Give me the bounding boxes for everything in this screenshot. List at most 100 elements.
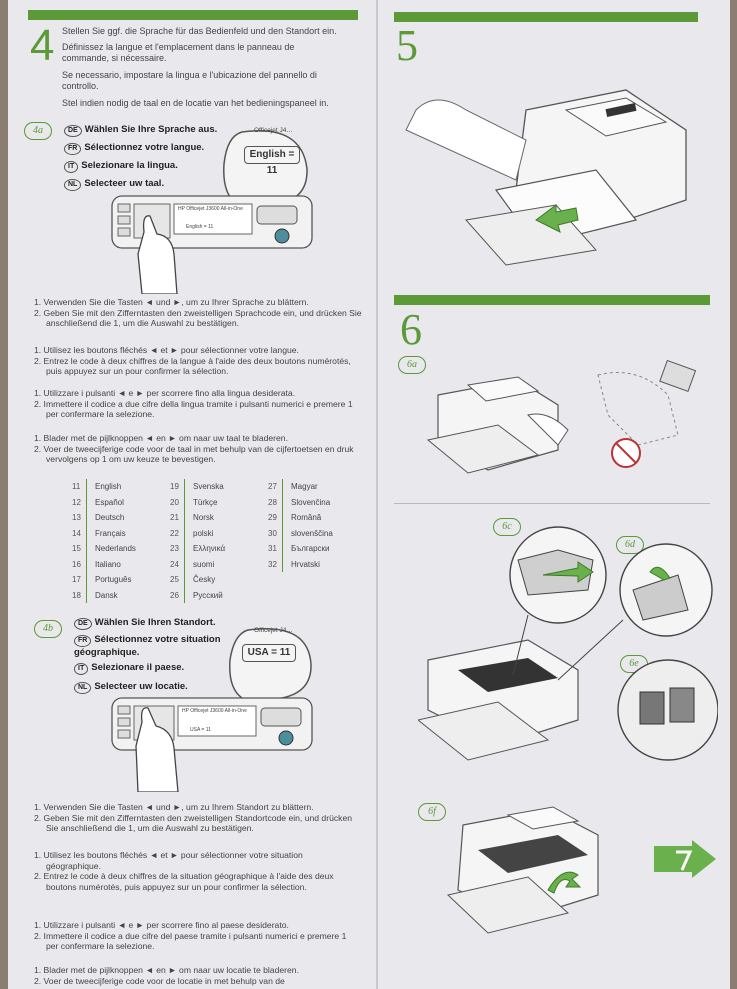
- step-4b-text-de: Wählen Sie Ihren Standort.: [94, 617, 216, 628]
- language-name: Ελληνικά: [193, 544, 226, 553]
- language-code: 19: [170, 479, 185, 495]
- step-4-intro-fr: Définissez la langue et l'emplacement da…: [62, 42, 295, 63]
- language-code: 18: [72, 587, 87, 603]
- language-row: 19 Svenska: [170, 479, 225, 495]
- language-code: 12: [72, 494, 87, 510]
- instruction-line: 1. Blader met de pijlknoppen ◄ en ► om n…: [34, 965, 299, 975]
- language-name: Български: [291, 544, 330, 553]
- language-code: 11: [72, 479, 87, 495]
- language-row: 23 Ελληνικά: [170, 541, 225, 557]
- language-row: 26 Русский: [170, 587, 225, 603]
- printer-close-illustration-6f: [446, 806, 599, 934]
- language-name: Français: [95, 528, 126, 538]
- language-name: Română: [291, 513, 322, 522]
- step-6c-label: 6c: [493, 518, 521, 536]
- language-code: 26: [170, 587, 185, 603]
- step-4a-instructions-fr: 1. Utilisez les boutons fléchés ◄ et ► p…: [34, 345, 364, 377]
- instruction-line: 2. Voer de tweecijferige code voor de ta…: [34, 443, 354, 465]
- cartridge-install-illustration: [418, 526, 718, 761]
- language-row: 31 Български: [268, 541, 333, 557]
- language-code: 15: [72, 541, 87, 557]
- language-code: 20: [170, 494, 185, 510]
- instruction-line: 1. Utilizzare i pulsanti ◄ e ► per scorr…: [34, 388, 296, 398]
- step-6f-label: 6f: [418, 803, 446, 821]
- language-code: 31: [268, 541, 283, 557]
- step-4b-instructions-nl: 1. Blader met de pijlknoppen ◄ en ► om n…: [34, 965, 354, 986]
- divider-6: [394, 503, 710, 504]
- language-row: 13 Deutsch: [72, 510, 136, 526]
- it-code: IT: [74, 663, 89, 675]
- language-name: Italiano: [95, 559, 121, 569]
- step-4b-instructions-it: 1. Utilizzare i pulsanti ◄ e ► per scorr…: [34, 920, 354, 952]
- language-code: 13: [72, 510, 87, 526]
- language-row: 21 Norsk: [170, 510, 225, 526]
- language-name: Nederlands: [95, 544, 136, 553]
- instruction-line: 1. Utilisez les boutons fléchés ◄ et ► p…: [34, 345, 299, 355]
- language-row: 29 Română: [268, 510, 333, 526]
- language-name: Slovenčina: [291, 497, 331, 507]
- de-code: DE: [64, 125, 82, 137]
- language-row: 28 Slovenčina: [268, 494, 333, 510]
- de-code: DE: [74, 618, 92, 630]
- language-code: 23: [170, 541, 185, 557]
- step-6d-label: 6d: [616, 536, 644, 554]
- step-4a-text-it: Selezionare la lingua.: [81, 160, 178, 171]
- language-code: 24: [170, 556, 185, 572]
- language-name: Svenska: [193, 482, 224, 491]
- instruction-line: 1. Verwenden Sie die Tasten ◄ und ►, um …: [34, 297, 309, 307]
- language-code: 22: [170, 525, 185, 541]
- language-code: 28: [268, 494, 283, 510]
- language-name: Русский: [193, 590, 223, 600]
- step-4a-instructions-it: 1. Utilizzare i pulsanti ◄ e ► per scorr…: [34, 388, 364, 420]
- language-name: English: [95, 482, 122, 491]
- fr-code: FR: [64, 143, 82, 155]
- language-row: 30 slovenščina: [268, 525, 333, 541]
- language-row: 11 English: [72, 479, 136, 495]
- step-4a-text-nl: Selecteer uw taal.: [84, 178, 165, 189]
- step-4b-panel-screen: USA = 11: [190, 727, 211, 733]
- language-name: Español: [95, 497, 124, 507]
- language-code: 30: [268, 525, 283, 541]
- instruction-line: 1. Utilisez les boutons fléchés ◄ et ► p…: [34, 850, 303, 871]
- step-6a-label: 6a: [398, 356, 426, 374]
- language-code: 16: [72, 556, 87, 572]
- step-6-number: 6: [400, 305, 422, 354]
- step-4-intro-it: Se necessario, impostare la lingua e l'u…: [62, 70, 317, 91]
- language-name: Hrvatski: [291, 559, 320, 569]
- language-row: 12 Español: [72, 494, 136, 510]
- language-row: 20 Türkçe: [170, 494, 225, 510]
- step-5-number: 5: [396, 21, 418, 70]
- step-4a-instructions-de: 1. Verwenden Sie die Tasten ◄ und ►, um …: [34, 297, 364, 329]
- language-code: 29: [268, 510, 283, 526]
- step-4a-display-title: Officejet J4…: [254, 127, 293, 134]
- instruction-line: 1. Blader met de pijlknoppen ◄ en ► om n…: [34, 433, 288, 443]
- step-4a-panel-model: HP Officejet J3600 All-in-One: [178, 206, 243, 212]
- it-code: IT: [64, 161, 79, 173]
- language-name: Türkçe: [193, 497, 218, 507]
- language-code: 21: [170, 510, 185, 526]
- step-4b-label: 4b: [34, 620, 62, 638]
- instruction-line: 2. Immettere il codice a due cifre del p…: [34, 930, 347, 952]
- language-name: Norsk: [193, 513, 214, 522]
- step-5-bar: [394, 12, 698, 22]
- instruction-line: 2. Immettere il codice a due cifre della…: [34, 398, 353, 420]
- step-4b-text-fr: Sélectionnez votre situation géographiqu…: [74, 634, 221, 658]
- center-fold: [376, 0, 378, 989]
- language-name: slovenščina: [291, 528, 333, 538]
- instruction-line: 1. Verwenden Sie die Tasten ◄ und ►, um …: [34, 802, 314, 812]
- printer-paper-load-illustration: [405, 89, 687, 266]
- language-name: Dansk: [95, 590, 118, 600]
- language-name: Deutsch: [95, 513, 125, 522]
